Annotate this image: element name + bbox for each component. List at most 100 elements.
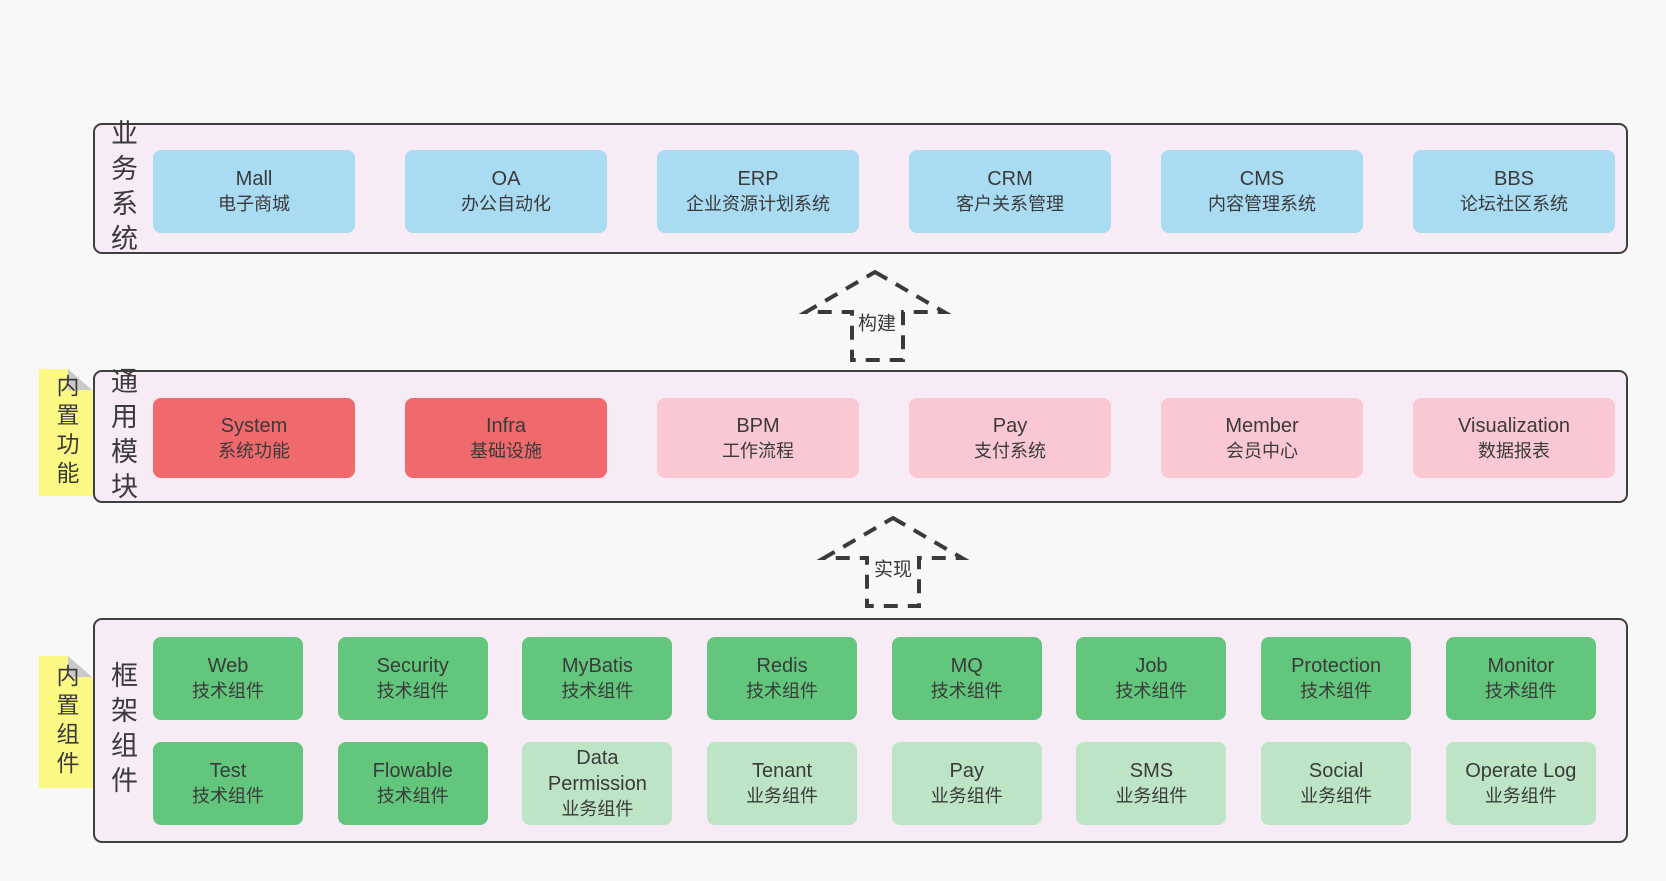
box-crm: CRM 客户关系管理: [909, 150, 1111, 233]
box-cms: CMS 内容管理系统: [1161, 150, 1363, 233]
box-subtitle: 企业资源计划系统: [686, 194, 830, 214]
box-infra: Infra 基础设施: [405, 398, 607, 478]
sticky-note-label: 内置组件: [53, 664, 79, 780]
box-social: Social 业务组件: [1261, 742, 1412, 825]
box-subtitle: 业务组件: [746, 786, 819, 806]
box-bpm: BPM 工作流程: [657, 398, 859, 478]
box-title: Social: [1308, 760, 1364, 782]
box-flowable: Flowable 技术组件: [337, 742, 488, 825]
box-subtitle: 论坛社区系统: [1460, 194, 1568, 214]
box-title: Pay: [949, 760, 984, 782]
business-system-row: Mall 电子商城 OA 办公自动化 ERP 企业资源计划系统 CRM 客户关系管理 CMS 内容…: [153, 150, 1615, 233]
box-security: Security 技术组件: [337, 637, 488, 720]
box-subtitle: 业务组件: [930, 786, 1003, 806]
dashed-up-arrow: [798, 269, 952, 362]
box-job: Job 技术组件: [1076, 637, 1227, 720]
box-subtitle: 技术组件: [192, 681, 264, 701]
box-subtitle: 数据报表: [1478, 440, 1550, 461]
band-common-modules: 通用模块 System 系统功能 Infra 基础设施 BPM 工作流程 Pay 支付系统 Me…: [93, 367, 1628, 507]
box-subtitle: 客户关系管理: [956, 194, 1064, 214]
band-label: 通用模块: [107, 366, 137, 507]
box-subtitle: 内容管理系统: [1208, 194, 1316, 214]
arrow-label-implement: 实现: [870, 553, 916, 583]
box-bbs: BBS 论坛社区系统: [1413, 150, 1615, 233]
band-business-systems: 业务系统 Mall 电子商城 OA 办公自动化 ERP 企业资源计划系统 CRM 客户关系管理…: [93, 119, 1628, 259]
box-title: Security: [376, 655, 449, 677]
box-data-permission: Data Permission 业务组件: [522, 742, 673, 825]
box-title: Infra: [485, 414, 527, 437]
box-subtitle: 办公自动化: [461, 194, 551, 214]
box-title: MyBatis: [561, 655, 633, 677]
box-title: Test: [209, 760, 247, 782]
band-label: 业务系统: [107, 118, 137, 259]
box-title: Visualization: [1458, 414, 1570, 437]
dashed-up-arrow: [816, 515, 970, 608]
box-subtitle: 技术组件: [376, 786, 449, 806]
box-title: OA: [491, 168, 521, 190]
arrow-label-build: 构建: [854, 307, 900, 337]
box-subtitle: 系统功能: [218, 440, 290, 461]
box-erp: ERP 企业资源计划系统: [657, 150, 859, 233]
box-title: Protection: [1291, 655, 1382, 677]
box-subtitle: 技术组件: [1115, 681, 1188, 701]
box-title: MQ: [950, 655, 983, 677]
box-tenant: Tenant 业务组件: [707, 742, 858, 825]
box-pay: Pay 支付系统: [909, 398, 1111, 478]
box-title: Member: [1225, 414, 1299, 437]
box-subtitle: 支付系统: [974, 440, 1046, 461]
box-web: Web 技术组件: [153, 637, 303, 720]
box-protection: Protection 技术组件: [1261, 637, 1412, 720]
box-mall: Mall 电子商城: [153, 150, 355, 233]
common-module-row: System 系统功能 Infra 基础设施 BPM 工作流程 Pay 支付系统 Member 会…: [153, 398, 1615, 478]
box-title: Monitor: [1487, 655, 1555, 677]
box-title: BPM: [736, 414, 780, 437]
band-label: 框架组件: [107, 660, 137, 801]
box-title: Flowable: [372, 760, 453, 782]
box-mq: MQ 技术组件: [891, 637, 1042, 720]
box-pay: Pay 业务组件: [891, 742, 1042, 825]
box-title: CRM: [987, 168, 1033, 190]
box-subtitle: 技术组件: [376, 681, 449, 701]
band-framework-components: 框架组件 Web 技术组件 Security 技术组件 MyBatis 技术组件 Redis…: [93, 618, 1628, 843]
box-title: Operate Log: [1465, 760, 1577, 782]
box-test: Test 技术组件: [153, 742, 303, 825]
box-title: CMS: [1239, 168, 1285, 190]
box-monitor: Monitor 技术组件: [1445, 637, 1596, 720]
box-title: Pay: [992, 414, 1028, 437]
box-title: SMS: [1129, 760, 1174, 782]
box-visualization: Visualization 数据报表: [1413, 398, 1615, 478]
box-subtitle: 电子商城: [218, 194, 290, 214]
box-subtitle: 工作流程: [722, 440, 794, 461]
box-subtitle: 业务组件: [1115, 786, 1188, 806]
box-subtitle: 会员中心: [1226, 440, 1298, 461]
sticky-note-built-in-components: [39, 656, 93, 788]
box-member: Member 会员中心: [1161, 398, 1363, 478]
box-title: Redis: [756, 655, 808, 677]
box-system: System 系统功能: [153, 398, 355, 478]
box-mybatis: MyBatis 技术组件: [522, 637, 673, 720]
box-oa: OA 办公自动化: [405, 150, 607, 233]
box-subtitle: 技术组件: [1300, 681, 1373, 701]
box-title: Web: [207, 655, 249, 677]
box-title: BBS: [1493, 168, 1535, 190]
box-title: Mall: [235, 168, 273, 190]
box-title: Tenant: [752, 760, 813, 782]
box-subtitle: 技术组件: [930, 681, 1003, 701]
box-subtitle: 业务组件: [561, 799, 634, 819]
box-subtitle: 业务组件: [1300, 786, 1373, 806]
sticky-note-built-in-features: [39, 369, 93, 496]
box-title: Data Permission: [547, 747, 647, 795]
box-subtitle: 基础设施: [470, 440, 542, 461]
box-subtitle: 技术组件: [192, 786, 264, 806]
box-title: System: [220, 414, 288, 437]
box-subtitle: 技术组件: [561, 681, 634, 701]
box-subtitle: 技术组件: [1484, 681, 1557, 701]
box-title: Job: [1135, 655, 1168, 677]
box-title: ERP: [737, 168, 779, 190]
sticky-note-label: 内置功能: [53, 374, 79, 490]
